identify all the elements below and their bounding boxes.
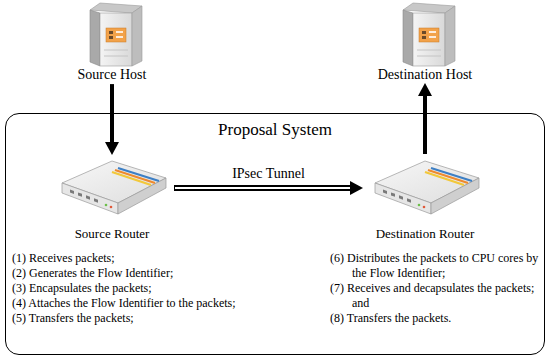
node-label: Source Host xyxy=(57,67,167,83)
node-label: Proposal System xyxy=(6,120,544,140)
flow-arrow xyxy=(418,83,432,154)
node-label: Destination Host xyxy=(370,67,480,83)
router-icon xyxy=(62,161,166,214)
tunnel-line xyxy=(174,185,351,191)
router-icon xyxy=(375,161,479,214)
server-icon xyxy=(403,3,455,66)
flow-arrow xyxy=(105,84,119,155)
step-item: (6) Distributes the packets to CPU cores… xyxy=(330,251,544,281)
step-item: (3) Encapsulates the packets; xyxy=(12,281,274,296)
step-item: (4) Attaches the Flow Identifier to the … xyxy=(12,296,274,311)
server-icon xyxy=(90,3,142,66)
arrow-line xyxy=(423,95,427,154)
step-item: (8) Transfers the packets. xyxy=(330,311,544,326)
host-node: Destination Host xyxy=(370,0,480,83)
arrow-head xyxy=(418,83,432,96)
node-label: Source Router xyxy=(52,227,172,242)
step-item: (1) Receives packets; xyxy=(12,251,274,266)
edge-label: IPsec Tunnel xyxy=(230,166,307,182)
arrow-head xyxy=(350,181,363,195)
host-node: Source Host xyxy=(57,0,167,83)
node-label: Destination Router xyxy=(365,227,485,242)
arrow-head xyxy=(105,142,119,155)
step-item: (7) Receives and decapsulates the packet… xyxy=(330,281,544,311)
tunnel-gap xyxy=(175,187,350,189)
router-node: Source Router xyxy=(52,155,172,242)
step-item: (2) Generates the Flow Identifier; xyxy=(12,266,274,281)
tunnel-arrow xyxy=(174,181,363,195)
step-item: (5) Transfers the packets; xyxy=(12,311,274,326)
router-node: Destination Router xyxy=(365,155,485,242)
